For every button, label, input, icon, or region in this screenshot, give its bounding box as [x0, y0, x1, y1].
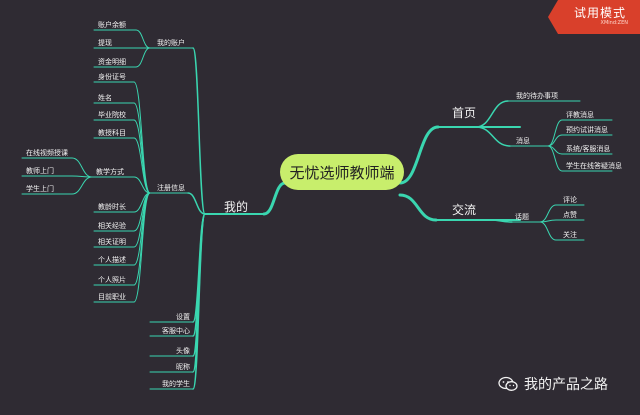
node-registration-item-3[interactable]: 教授科目 [98, 128, 126, 137]
branch-line-account-item-2 [135, 47, 151, 68]
node-mine-item-5[interactable]: 昵称 [176, 362, 190, 371]
node-topic[interactable]: 话题 [515, 212, 529, 221]
branch-line-message-3 [547, 145, 563, 172]
branch-line-registration-item-1 [133, 102, 151, 194]
node-mine-item-4[interactable]: 头像 [176, 346, 190, 355]
node-registration-item-5[interactable]: 教龄时长 [98, 202, 126, 211]
watermark-text: 我的产品之路 [524, 377, 608, 393]
node-topic-item-1[interactable]: 点赞 [563, 210, 577, 219]
branch-line-exchange [398, 193, 438, 222]
node-exchange[interactable]: 交流 [452, 202, 476, 217]
branch-line-registration-item-3 [133, 137, 151, 194]
node-message-2[interactable]: 系统/客服消息 [566, 144, 610, 153]
branch-line-mine-item-6 [192, 213, 206, 390]
branch-line-teaching-method-2 [71, 176, 93, 195]
node-registration-item-1[interactable]: 姓名 [98, 93, 112, 102]
branch-line-teaching-method-0 [71, 157, 93, 178]
branch-line-messages [475, 126, 511, 147]
node-teaching-method-0[interactable]: 在线视频授课 [26, 148, 68, 157]
branch-line-home [398, 125, 440, 185]
node-mine-item-2[interactable]: 设置 [176, 312, 190, 321]
node-home[interactable]: 首页 [452, 106, 476, 120]
node-registration-item-8[interactable]: 个人描述 [98, 255, 126, 264]
root-node-label[interactable]: 无忧选师教师端 [289, 164, 394, 182]
branch-line-registration-item-9 [133, 192, 151, 286]
branch-line-account-item-0 [135, 29, 151, 49]
node-message-0[interactable]: 评教消息 [566, 110, 594, 119]
branch-line-message-0 [547, 119, 563, 147]
branch-line-mine [262, 181, 287, 216]
node-account-item-1[interactable]: 提现 [98, 38, 112, 47]
node-topic-item-0[interactable]: 评论 [563, 195, 577, 204]
node-registration-item-0[interactable]: 身份证号 [98, 72, 126, 81]
node-mine-item-6[interactable]: 我的学生 [162, 379, 190, 388]
branch-line-registration-item-10 [133, 192, 151, 303]
node-topic-item-2[interactable]: 关注 [563, 230, 577, 239]
root-node-box [280, 154, 404, 190]
branch-line-todo [475, 100, 509, 128]
wechat-icon [498, 376, 518, 391]
branch-line-topic [489, 219, 513, 223]
trial-mode-sublabel: XMind:ZEN [600, 20, 628, 26]
trial-mode-label: 试用模式 [573, 6, 626, 20]
node-teaching-method-2[interactable]: 学生上门 [26, 184, 54, 193]
node-message-3[interactable]: 学生在线答疑消息 [566, 161, 622, 170]
node-registration-item-6[interactable]: 相关经验 [98, 221, 126, 230]
node-teaching-method-1[interactable]: 教师上门 [26, 166, 54, 175]
node-account[interactable]: 我的账户 [157, 38, 185, 47]
node-messages[interactable]: 消息 [516, 136, 530, 145]
branch-line-registration-item-0 [133, 81, 151, 194]
node-mine[interactable]: 我的 [224, 199, 248, 214]
branch-line-registration [187, 192, 206, 215]
node-registration-item-4[interactable]: 教学方式 [96, 167, 124, 176]
node-account-item-2[interactable]: 资金明细 [98, 57, 126, 66]
node-registration-item-2[interactable]: 毕业院校 [98, 110, 126, 119]
watermark: 我的产品之路 [498, 374, 608, 394]
branch-line-topic-item-2 [539, 221, 557, 241]
node-registration-item-9[interactable]: 个人照片 [98, 275, 126, 284]
node-registration-item-10[interactable]: 目前职业 [98, 292, 126, 301]
node-todo[interactable]: 我的待办事项 [516, 91, 558, 100]
node-registration[interactable]: 注册信息 [157, 183, 185, 192]
branch-line-account [192, 47, 206, 215]
node-message-1[interactable]: 预约试讲消息 [566, 125, 608, 134]
node-registration-item-7[interactable]: 相关证明 [98, 237, 126, 246]
node-account-item-0[interactable]: 账户余额 [98, 20, 126, 29]
branch-line-topic-item-0 [539, 204, 557, 223]
node-mine-item-3[interactable]: 客服中心 [162, 326, 190, 335]
trial-mode-ribbon [548, 0, 640, 34]
branch-line-registration-item-4 [133, 176, 151, 194]
